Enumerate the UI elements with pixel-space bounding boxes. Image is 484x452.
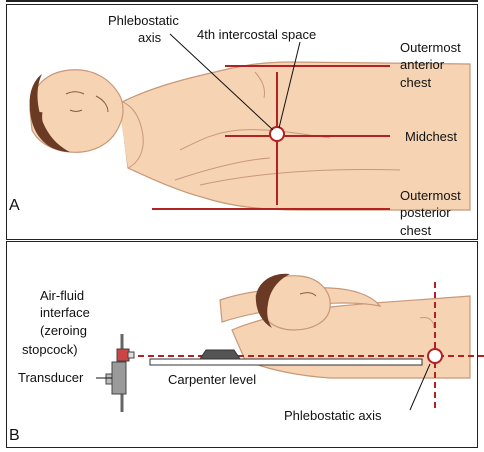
air-fluid-label-1: Air-fluid [40, 288, 84, 303]
level-bubble [200, 350, 240, 359]
panel-a-letter: A [9, 197, 20, 214]
outermost-posterior-label-3: chest [400, 223, 431, 238]
transducer [112, 362, 126, 394]
phlebostatic-axis-label-b: Phlebostatic axis [284, 408, 382, 423]
air-fluid-label-4: stopcock) [22, 342, 78, 357]
air-fluid-label-3: (zeroing [40, 323, 87, 338]
phlebostatic-axis-label-a1: Phlebostatic [108, 13, 179, 28]
outermost-anterior-label-1: Outermost [400, 40, 461, 55]
zeroing-stopcock [117, 349, 129, 361]
panel-a-illustration: Phlebostatic axis 4th intercostal space … [9, 13, 470, 238]
transducer-label: Transducer [18, 370, 84, 385]
outermost-anterior-label-3: chest [400, 75, 431, 90]
panel-b-letter: B [9, 427, 20, 444]
outermost-posterior-label-2: posterior [400, 205, 451, 220]
outermost-posterior-label-1: Outermost [400, 188, 461, 203]
carpenter-level [150, 359, 422, 365]
phlebostatic-axis-marker-b [428, 349, 442, 363]
air-fluid-label-2: interface [40, 305, 90, 320]
panel-b-illustration: Air-fluid interface (zeroing stopcock) T… [9, 274, 484, 444]
outermost-anterior-label-2: anterior [400, 57, 445, 72]
phlebostatic-axis-label-a2: axis [138, 30, 162, 45]
carpenter-level-label: Carpenter level [168, 372, 256, 387]
midchest-label: Midchest [405, 129, 457, 144]
intercostal-space-label: 4th intercostal space [197, 27, 316, 42]
